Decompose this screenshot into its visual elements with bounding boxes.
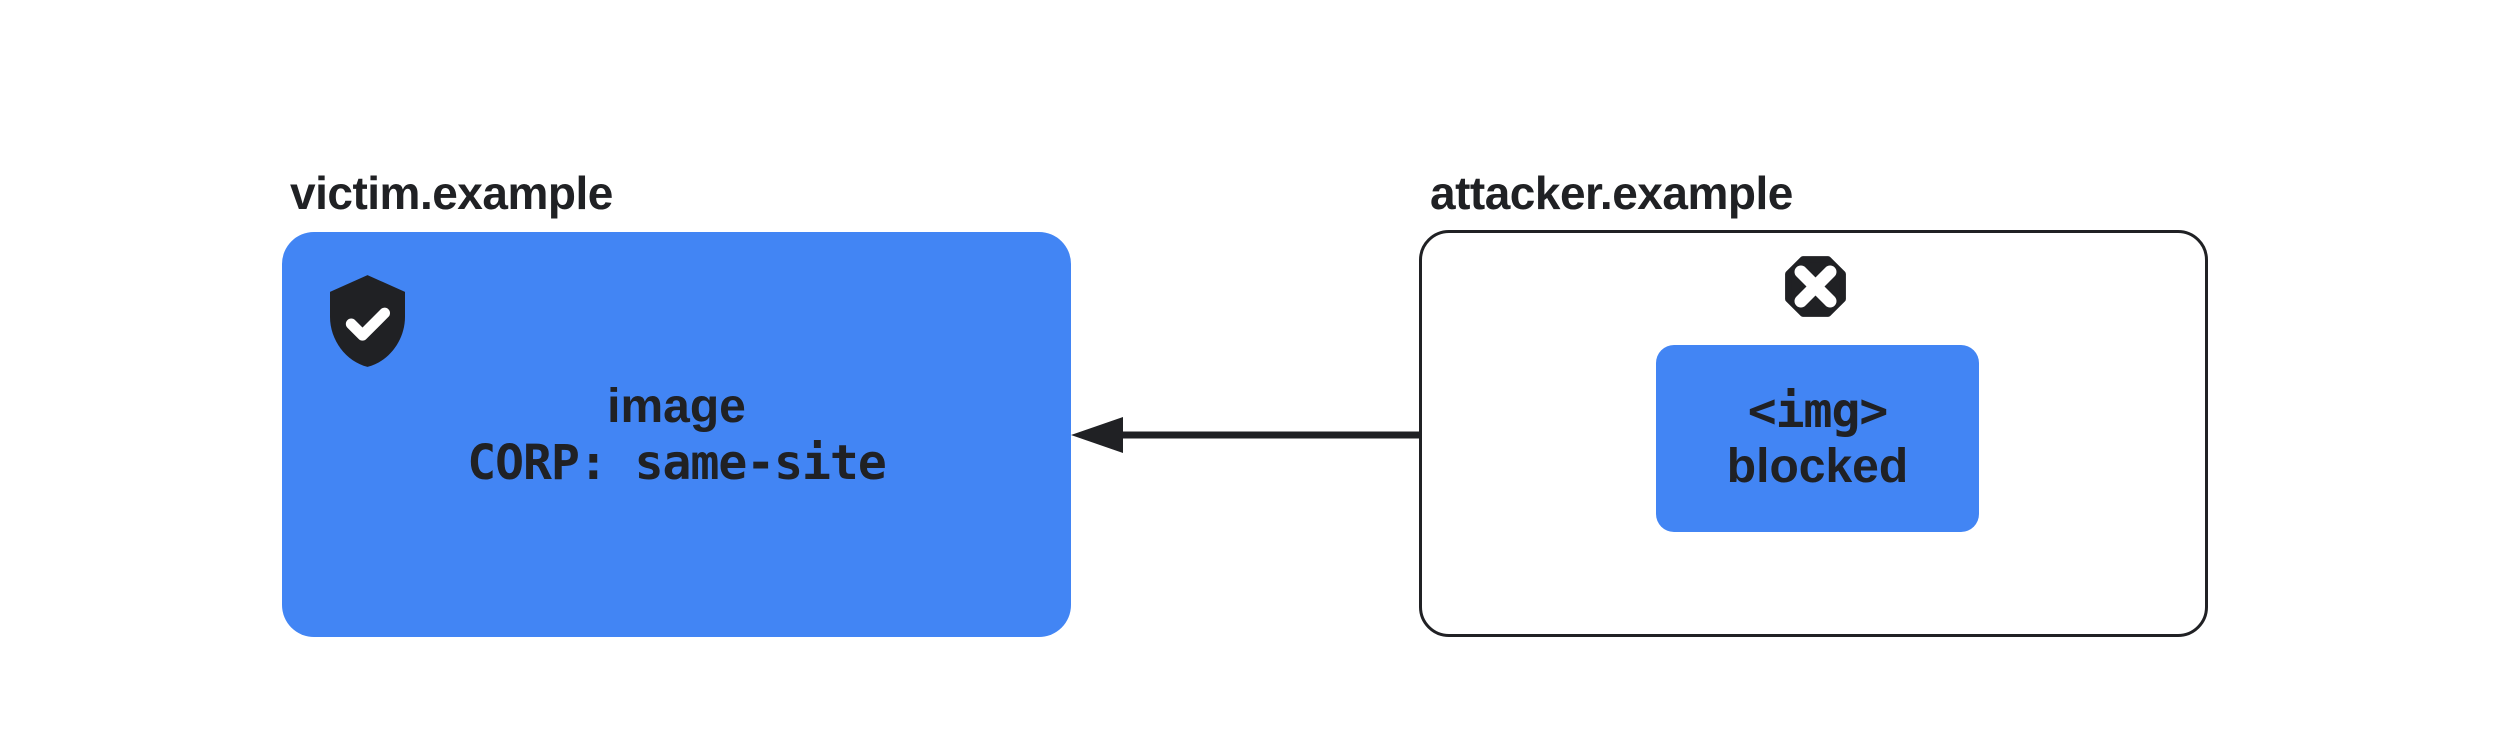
victim-domain-label: victim.example [290, 167, 613, 219]
blocked-request-box: <img> blocked [1656, 345, 1979, 532]
blocked-request-text: <img> blocked [1656, 345, 1979, 532]
blocked-status-text: blocked [1726, 439, 1909, 493]
victim-resource-box: image CORP: same-site [282, 232, 1071, 637]
img-tag-text: <img> [1747, 382, 1888, 439]
victim-resource-text: image CORP: same-site [282, 232, 1071, 637]
shield-check-icon [330, 275, 405, 367]
attacker-domain-label: attacker.example [1430, 167, 1793, 219]
resource-name-text: image [607, 379, 746, 433]
attacker-page-box: <img> blocked [1419, 230, 2208, 637]
corp-header-text: CORP: same-site [467, 434, 886, 491]
blocked-octagon-icon [1785, 256, 1846, 317]
